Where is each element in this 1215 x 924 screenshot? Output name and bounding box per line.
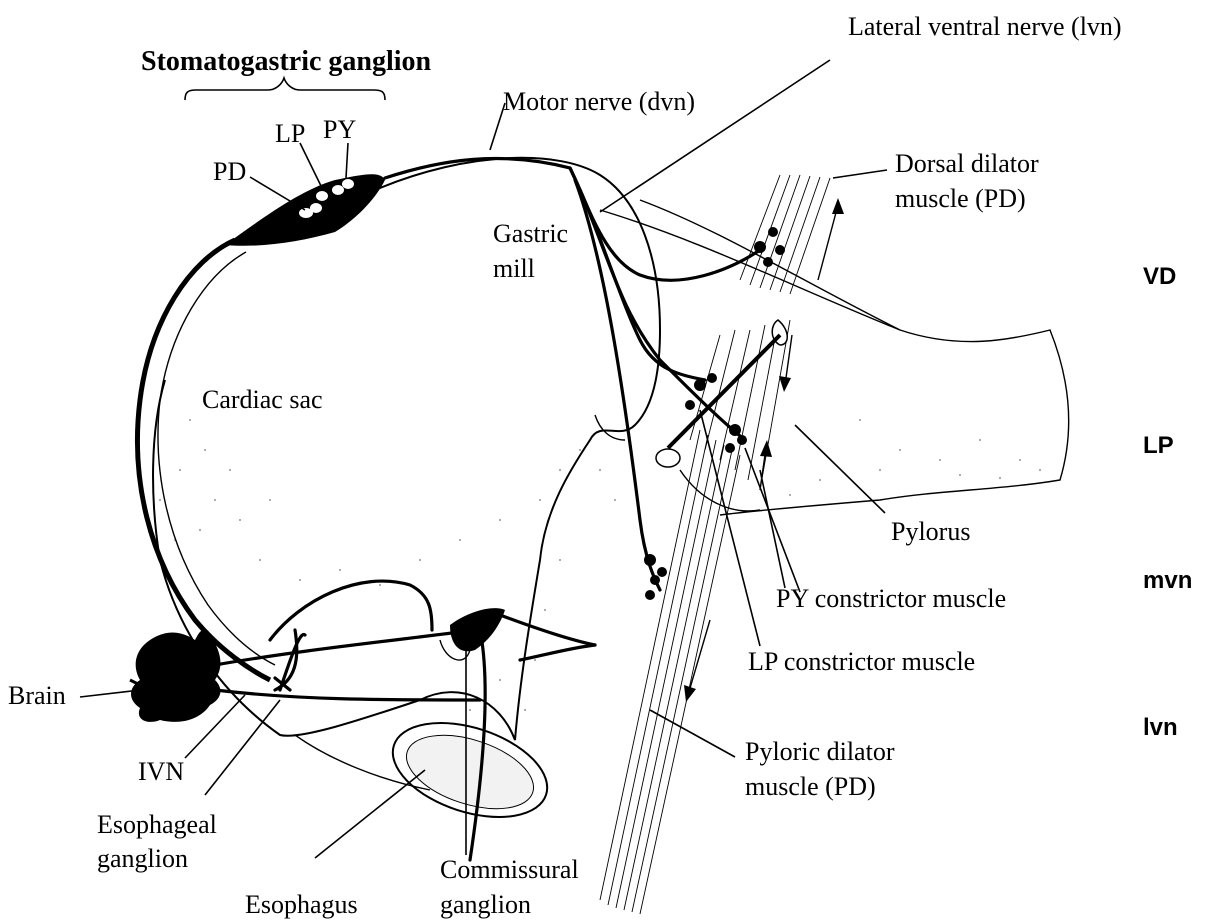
label-ivn: IVN — [138, 757, 184, 786]
trace-label-vd: VD — [1143, 263, 1176, 290]
label-esophageal-2: ganglion — [97, 844, 188, 873]
label-motor-nerve: Motor nerve (dvn) — [503, 87, 695, 116]
stomach-outline — [137, 158, 1068, 835]
label-gastric-1: Gastric — [493, 219, 568, 248]
label-lvn: Lateral ventral nerve (lvn) — [848, 12, 1122, 41]
lvn-thin-nerve — [600, 210, 900, 330]
label-gastric-2: mill — [493, 254, 535, 283]
connective-nerves — [215, 581, 595, 860]
commissural-ganglion-shape — [450, 608, 505, 651]
dorsal-dilator-muscle-fibres — [740, 175, 830, 294]
label-pyloric-dilator-2: muscle (PD) — [745, 772, 876, 801]
label-pyloric-dilator-1: Pyloric dilator — [745, 737, 895, 766]
trace-label-lp: LP — [1143, 432, 1174, 459]
label-pd: PD — [213, 157, 246, 186]
label-lp-constrictor: LP constrictor muscle — [748, 647, 975, 676]
nerve-branch-mid — [580, 190, 745, 440]
label-commissural-2: ganglion — [440, 890, 531, 919]
label-commissural-1: Commissural — [440, 855, 579, 884]
label-py: PY — [323, 115, 356, 144]
label-esophageal-1: Esophageal — [97, 810, 217, 839]
label-lp: LP — [275, 119, 305, 148]
label-cardiac-sac: Cardiac sac — [202, 385, 323, 414]
label-esophagus: Esophagus — [245, 890, 358, 919]
label-pylorus: Pylorus — [891, 517, 970, 546]
brain-shape — [130, 630, 220, 722]
title-stomatogastric-ganglion: Stomatogastric ganglion — [141, 46, 432, 77]
label-dorsal-dilator-2: muscle (PD) — [895, 184, 1026, 213]
label-py-constrictor: PY constrictor muscle — [776, 584, 1006, 613]
ganglion-bracket — [185, 78, 385, 100]
trace-label-lvn: lvn — [1143, 714, 1178, 741]
constrictor-muscle-fibres — [656, 320, 790, 490]
label-dorsal-dilator-1: Dorsal dilator — [895, 149, 1039, 178]
label-brain: Brain — [8, 681, 66, 710]
pyloric-dilator-muscle-fibres — [600, 430, 740, 914]
stomatogastric-ganglion-shape — [225, 174, 385, 246]
trace-label-mvn: mvn — [1143, 567, 1192, 594]
